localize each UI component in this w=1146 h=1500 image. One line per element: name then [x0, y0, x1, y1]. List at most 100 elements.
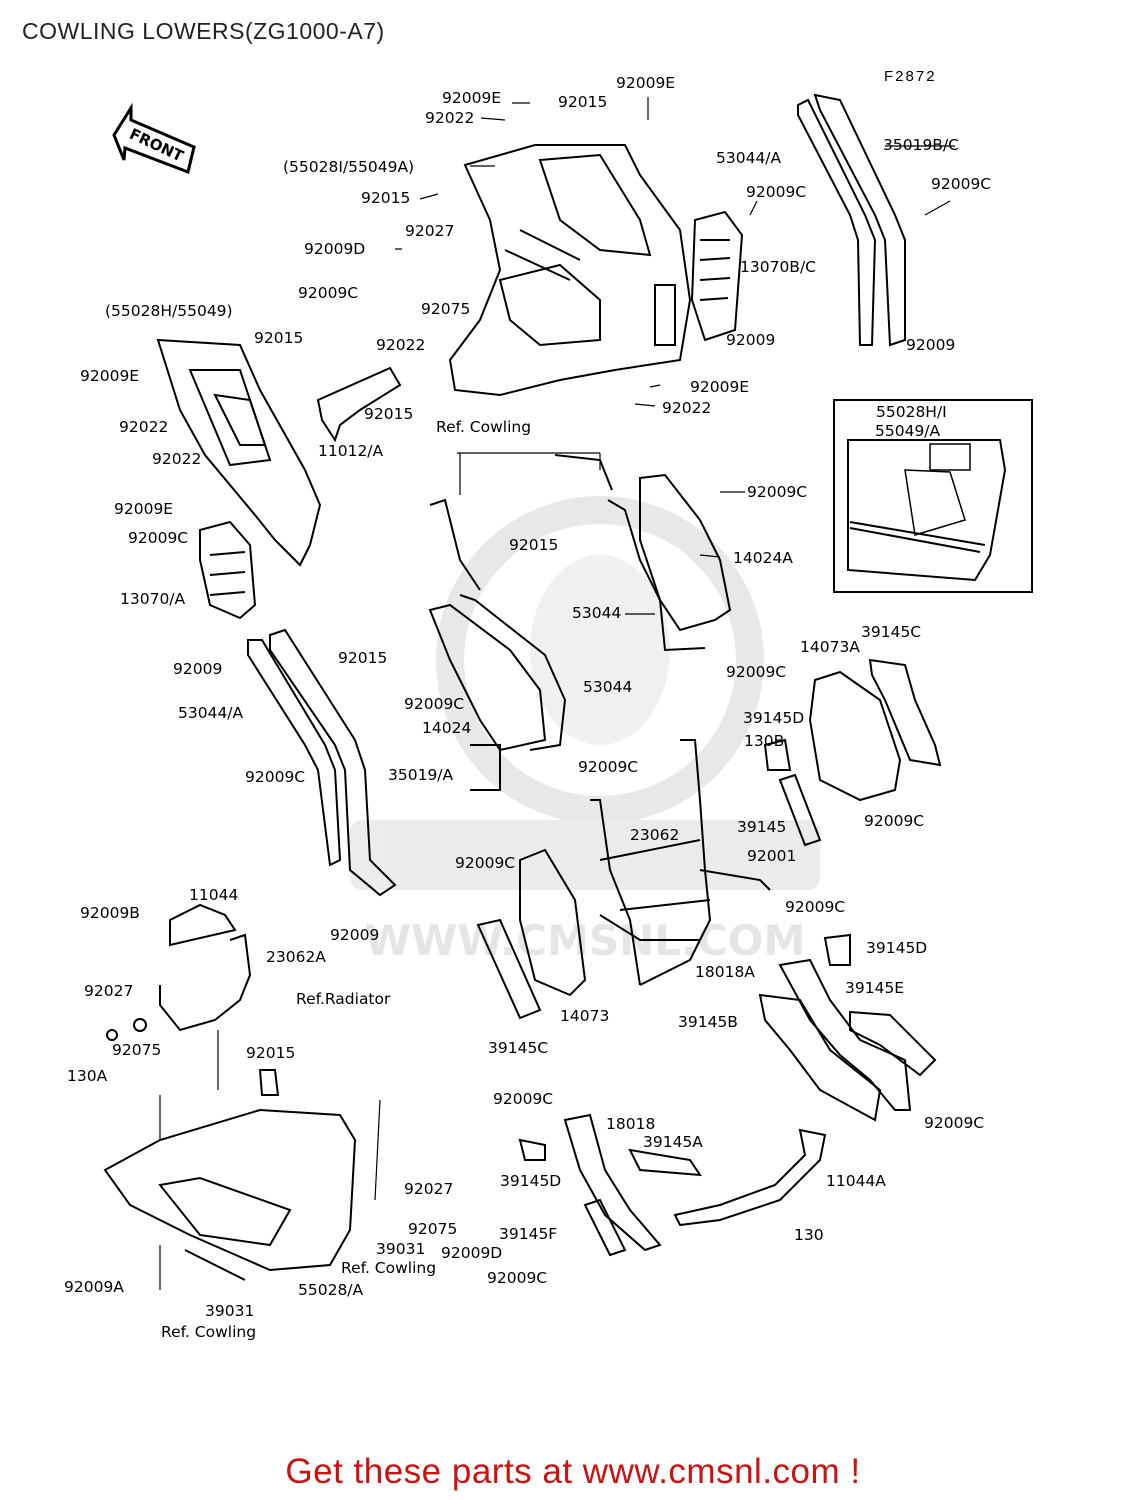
- label-92009c-o: 92009C: [487, 1269, 547, 1287]
- label-92009c-d: 92009C: [747, 483, 807, 501]
- leader-lines: [159, 97, 955, 1290]
- label-39145f: 39145F: [499, 1225, 557, 1243]
- label-92009-b: 92009: [906, 336, 955, 354]
- label-92009c-g: 92009C: [404, 695, 464, 713]
- label-92022-b: 92022: [376, 336, 425, 354]
- label-39031-b: 39031: [205, 1302, 254, 1320]
- part-13070bc: [690, 210, 744, 342]
- label-39145b: 39145B: [678, 1013, 738, 1031]
- label-55049a: 55049/A: [875, 422, 941, 440]
- label-92009e-c: 92009E: [690, 378, 749, 396]
- label-55028i-55049a: (55028I/55049A): [283, 158, 414, 176]
- part-13070a: [199, 520, 257, 620]
- label-92027-b: 92027: [404, 1180, 453, 1198]
- label-13070a: 13070/A: [120, 590, 186, 608]
- part-14024-assembly: [428, 454, 732, 791]
- label-92015-top: 92015: [558, 93, 607, 111]
- label-92027-top: 92027: [405, 222, 454, 240]
- label-92009c-h: 92009C: [578, 758, 638, 776]
- label-92009c-f: 92009C: [726, 663, 786, 681]
- label-92015-c: 92015: [364, 405, 413, 423]
- part-14073: [476, 848, 587, 1020]
- label-92009c-a: 92009C: [746, 183, 806, 201]
- label-92009b: 92009B: [80, 904, 140, 922]
- label-92022-d: 92022: [662, 399, 711, 417]
- label-92022-e: 92022: [152, 450, 201, 468]
- label-23062a: 23062A: [266, 948, 326, 966]
- label-92075-b: 92075: [408, 1220, 457, 1238]
- label-92022-c: 92022: [119, 418, 168, 436]
- label-92009c-b: 92009C: [931, 175, 991, 193]
- label-39145c-a: 39145C: [861, 623, 921, 641]
- part-39145b: [758, 933, 937, 1122]
- label-92009-d: 92009: [330, 926, 379, 944]
- label-92009e-left: 92009E: [80, 367, 139, 385]
- label-ref-radiator: Ref.Radiator: [296, 990, 391, 1008]
- upper-cowling-panel: [448, 144, 692, 397]
- label-92009c-c: 92009C: [298, 284, 358, 302]
- label-92009c-m: 92009C: [493, 1090, 553, 1108]
- label-14024a: 14024A: [733, 549, 793, 567]
- label-18018: 18018: [606, 1115, 655, 1133]
- label-14024: 14024: [422, 719, 471, 737]
- label-130: 130: [794, 1226, 824, 1244]
- label-53044a-left: 53044/A: [178, 704, 244, 722]
- label-53044a-top: 53044/A: [716, 149, 782, 167]
- label-11044: 11044: [189, 886, 238, 904]
- label-92009c-l: 92009C: [785, 898, 845, 916]
- label-92009d-b: 92009D: [441, 1244, 502, 1262]
- label-92009e-top: 92009E: [442, 89, 501, 107]
- front-arrow: FRONT: [112, 102, 196, 175]
- label-11044a: 11044A: [826, 1172, 886, 1190]
- label-55028a: 55028/A: [298, 1281, 364, 1299]
- footer-link-text[interactable]: Get these parts at www.cmsnl.com !: [285, 1452, 861, 1491]
- label-92015-mid: 92015: [361, 189, 410, 207]
- label-39145: 39145: [737, 818, 786, 836]
- label-35019bc: 35019B/C: [883, 136, 959, 154]
- label-11012a: 11012/A: [318, 442, 384, 460]
- label-92015-f: 92015: [246, 1044, 295, 1062]
- label-92009-c: 92009: [173, 660, 222, 678]
- label-92009-a: 92009: [726, 331, 775, 349]
- label-39145a: 39145A: [643, 1133, 703, 1151]
- page-title: COWLING LOWERS(ZG1000-A7): [22, 18, 385, 44]
- label-39145d-c: 39145D: [500, 1172, 561, 1190]
- label-92009c-k: 92009C: [455, 854, 515, 872]
- label-14073a: 14073A: [800, 638, 860, 656]
- figure-code: F2872: [884, 68, 937, 85]
- label-92001: 92001: [747, 847, 796, 865]
- label-18018a: 18018A: [695, 963, 755, 981]
- left-side-panel: [156, 338, 322, 567]
- part-35019bc: [797, 93, 906, 347]
- label-92009e-d: 92009E: [114, 500, 173, 518]
- label-92027-left: 92027: [84, 982, 133, 1000]
- part-23062-frame: [590, 739, 771, 986]
- label-39145c-b: 39145C: [488, 1039, 548, 1057]
- label-55028hi: 55028H/I: [876, 403, 947, 421]
- label-35019a: 35019/A: [388, 766, 454, 784]
- label-92015-left: 92015: [254, 329, 303, 347]
- label-130a: 130A: [67, 1067, 108, 1085]
- label-ref-cowling-a: Ref. Cowling: [436, 418, 531, 436]
- label-ref-cowling-c: Ref. Cowling: [161, 1323, 256, 1341]
- label-53044-a: 53044: [572, 604, 621, 622]
- label-39145e: 39145E: [845, 979, 904, 997]
- part-11044a: [518, 1113, 827, 1257]
- label-92009e-topright: 92009E: [616, 74, 675, 92]
- label-92009c-n: 92009C: [924, 1114, 984, 1132]
- label-92075-left: 92075: [112, 1041, 161, 1059]
- label-92075-top: 92075: [421, 300, 470, 318]
- label-92009c-j: 92009C: [864, 812, 924, 830]
- label-ref-cowling-b: Ref. Cowling: [341, 1259, 436, 1277]
- watermark-text: WWW.CMSNL.COM: [365, 916, 806, 965]
- label-55028h-55049: (55028H/55049): [105, 302, 233, 320]
- inset-panel: [833, 399, 1033, 593]
- label-130b: 130B: [744, 732, 784, 750]
- label-92009c-i: 92009C: [245, 768, 305, 786]
- label-92009d-top: 92009D: [304, 240, 365, 258]
- label-23062: 23062: [630, 826, 679, 844]
- label-13070bc: 13070B/C: [740, 258, 816, 276]
- label-92015-e: 92015: [338, 649, 387, 667]
